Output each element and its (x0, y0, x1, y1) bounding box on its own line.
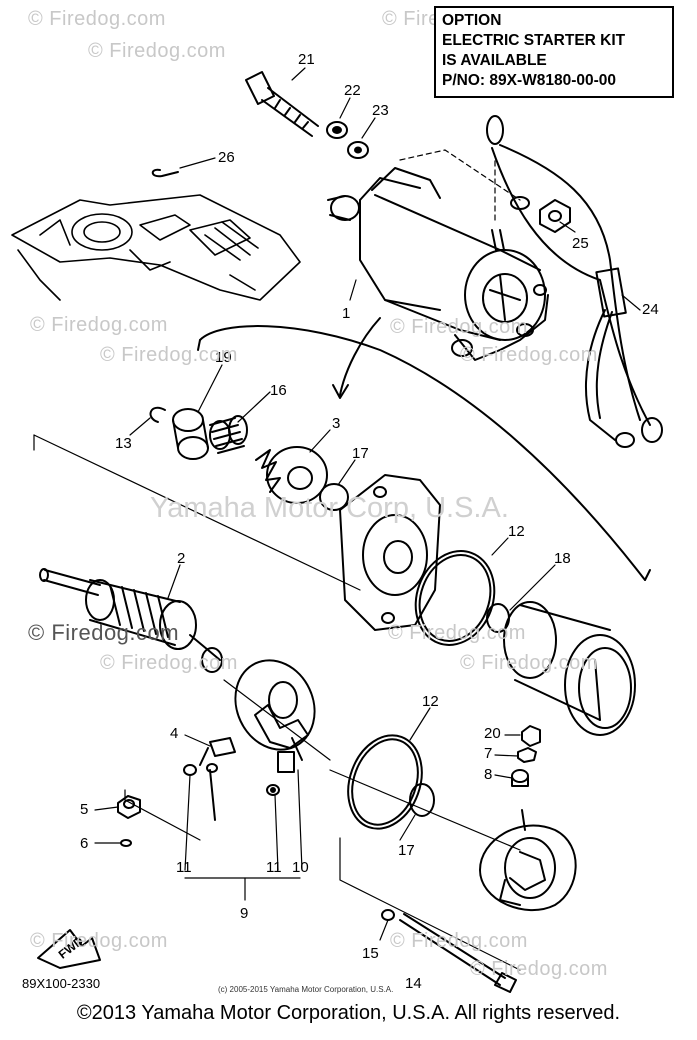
oring-12a (414, 550, 496, 646)
front-housing (339, 474, 441, 631)
starter-motor-1 (327, 167, 549, 361)
washer-17b (409, 783, 435, 817)
callout-14: 14 (405, 975, 422, 992)
watermark: © Firedog.com (390, 930, 528, 952)
callout-4: 4 (170, 725, 178, 742)
washer-23 (347, 141, 369, 159)
callout-21: 21 (298, 51, 315, 68)
callout-12a: 12 (508, 523, 525, 540)
fwd-arrow-icon (37, 929, 101, 969)
option-line: ELECTRIC STARTER KIT (442, 32, 626, 49)
option-line: IS AVAILABLE (442, 52, 547, 69)
callout-7: 7 (484, 745, 492, 762)
option-line: P/NO: 89X-W8180-00-00 (442, 72, 617, 89)
watermark: © Firedog.com (30, 314, 168, 336)
terminal-4 (199, 737, 236, 766)
callout-10: 10 (292, 859, 309, 876)
center-watermark: Yamaha Motor Corp, U.S.A. (150, 492, 509, 524)
watermark: © Firedog.com (30, 930, 168, 952)
watermark: © Firedog.com (388, 622, 526, 644)
watermark: © Firedog.com (470, 958, 608, 980)
callout-15: 15 (362, 945, 379, 962)
bolt-21 (245, 71, 319, 137)
callout-11a: 11 (176, 859, 192, 876)
callout-16: 16 (270, 382, 287, 399)
yoke (503, 601, 636, 736)
nut-25 (539, 199, 571, 233)
leader-dashes (399, 149, 521, 221)
callout-23: 23 (372, 102, 389, 119)
callout-13: 13 (115, 435, 132, 452)
callout-25: 25 (572, 235, 589, 252)
washer-6 (120, 839, 132, 847)
exploded-dashes (33, 434, 521, 971)
small-copyright: (c) 2005-2015 Yamaha Motor Corporation, … (218, 985, 394, 994)
callout-6: 6 (80, 835, 88, 852)
footer-copyright: ©2013 Yamaha Motor Corporation, U.S.A. A… (76, 1002, 621, 1024)
callout-17b: 17 (398, 842, 415, 859)
callout-20: 20 (484, 725, 501, 742)
callout-2: 2 (177, 550, 185, 567)
watermark: © Firedog.com (100, 652, 238, 674)
spring-16 (209, 415, 248, 454)
cable-24 (486, 115, 663, 448)
clip-26 (151, 168, 179, 178)
callout-18: 18 (554, 550, 571, 567)
callout-9: 9 (240, 905, 248, 922)
watermark: © Firedog.com (28, 8, 166, 30)
callout-11b: 11 (266, 859, 282, 876)
option-box: OPTION ELECTRIC STARTER KIT IS AVAILABLE… (434, 6, 674, 98)
option-line: OPTION (442, 12, 502, 29)
oring-12b (347, 734, 423, 830)
callout-12b: 12 (422, 693, 439, 710)
callout-5: 5 (80, 801, 88, 818)
collar-19 (172, 408, 209, 460)
callout-numbers: 21 22 23 26 25 1 24 19 16 3 13 17 12 2 1… (80, 51, 659, 992)
circlip-13 (149, 406, 166, 423)
through-bolt-14 (399, 913, 517, 993)
exploded-bracket (197, 317, 651, 581)
callout-22: 22 (344, 82, 361, 99)
leader-lines (94, 67, 641, 941)
callout-17a: 17 (352, 445, 369, 462)
callout-19: 19 (215, 349, 232, 366)
callout-26: 26 (218, 149, 235, 166)
watermark: © Firedog.com (88, 40, 226, 62)
nut-5 (117, 795, 141, 819)
callout-3: 3 (332, 415, 340, 432)
rear-cover (479, 809, 577, 911)
callout-24: 24 (642, 301, 659, 318)
pinion-gear-3 (255, 446, 328, 504)
engine-block-sketch (11, 194, 301, 301)
washer-15 (381, 909, 395, 921)
watermark: © Firedog.com (390, 316, 528, 338)
watermark: © Firedog.com (460, 652, 598, 674)
washer-17a (319, 483, 349, 511)
terminal-nuts (511, 725, 541, 787)
watermark: © Firedog.com (460, 344, 598, 366)
armature-2 (39, 568, 223, 673)
brush-plate (234, 659, 316, 773)
callout-8: 8 (484, 766, 492, 783)
small-hardware (183, 763, 280, 821)
lock-washer-22 (326, 121, 348, 139)
watermark-strong: © Firedog.com (28, 620, 180, 645)
callout-1: 1 (342, 305, 350, 322)
watermark: © Firedog.com (100, 344, 238, 366)
diagram-code: 89X100-2330 (22, 976, 101, 991)
